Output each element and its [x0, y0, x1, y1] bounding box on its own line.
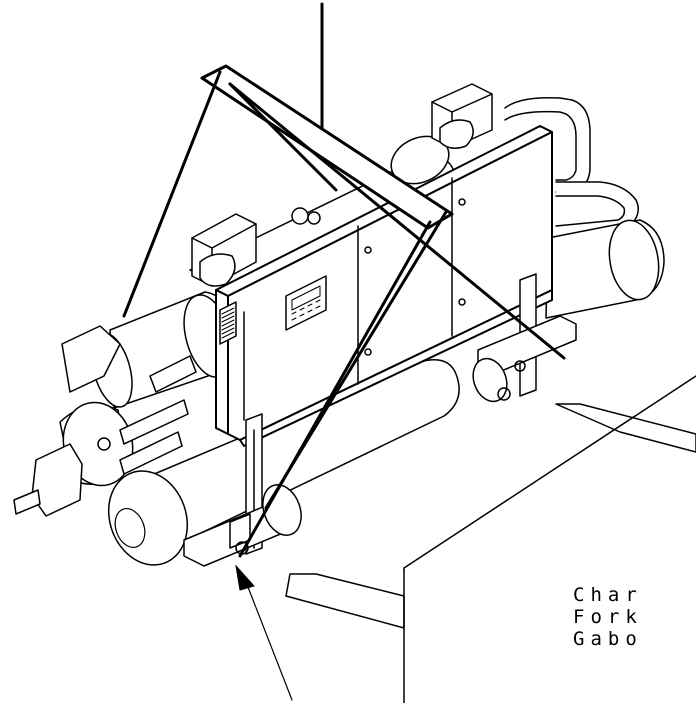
callout-label-line-3: Gabo	[573, 628, 643, 650]
terminal-box-left	[191, 213, 257, 287]
forklift	[285, 375, 696, 703]
forklift-leader	[235, 564, 293, 701]
terminal-box-right	[431, 83, 493, 149]
callout-label-line-1: Char	[573, 584, 643, 606]
front-pipework	[13, 207, 321, 517]
evaporator-shell	[545, 219, 665, 319]
motor-cylinder	[91, 291, 233, 409]
rigging-lines	[122, 2, 566, 558]
callout-label-line-2: Fork	[573, 606, 643, 628]
